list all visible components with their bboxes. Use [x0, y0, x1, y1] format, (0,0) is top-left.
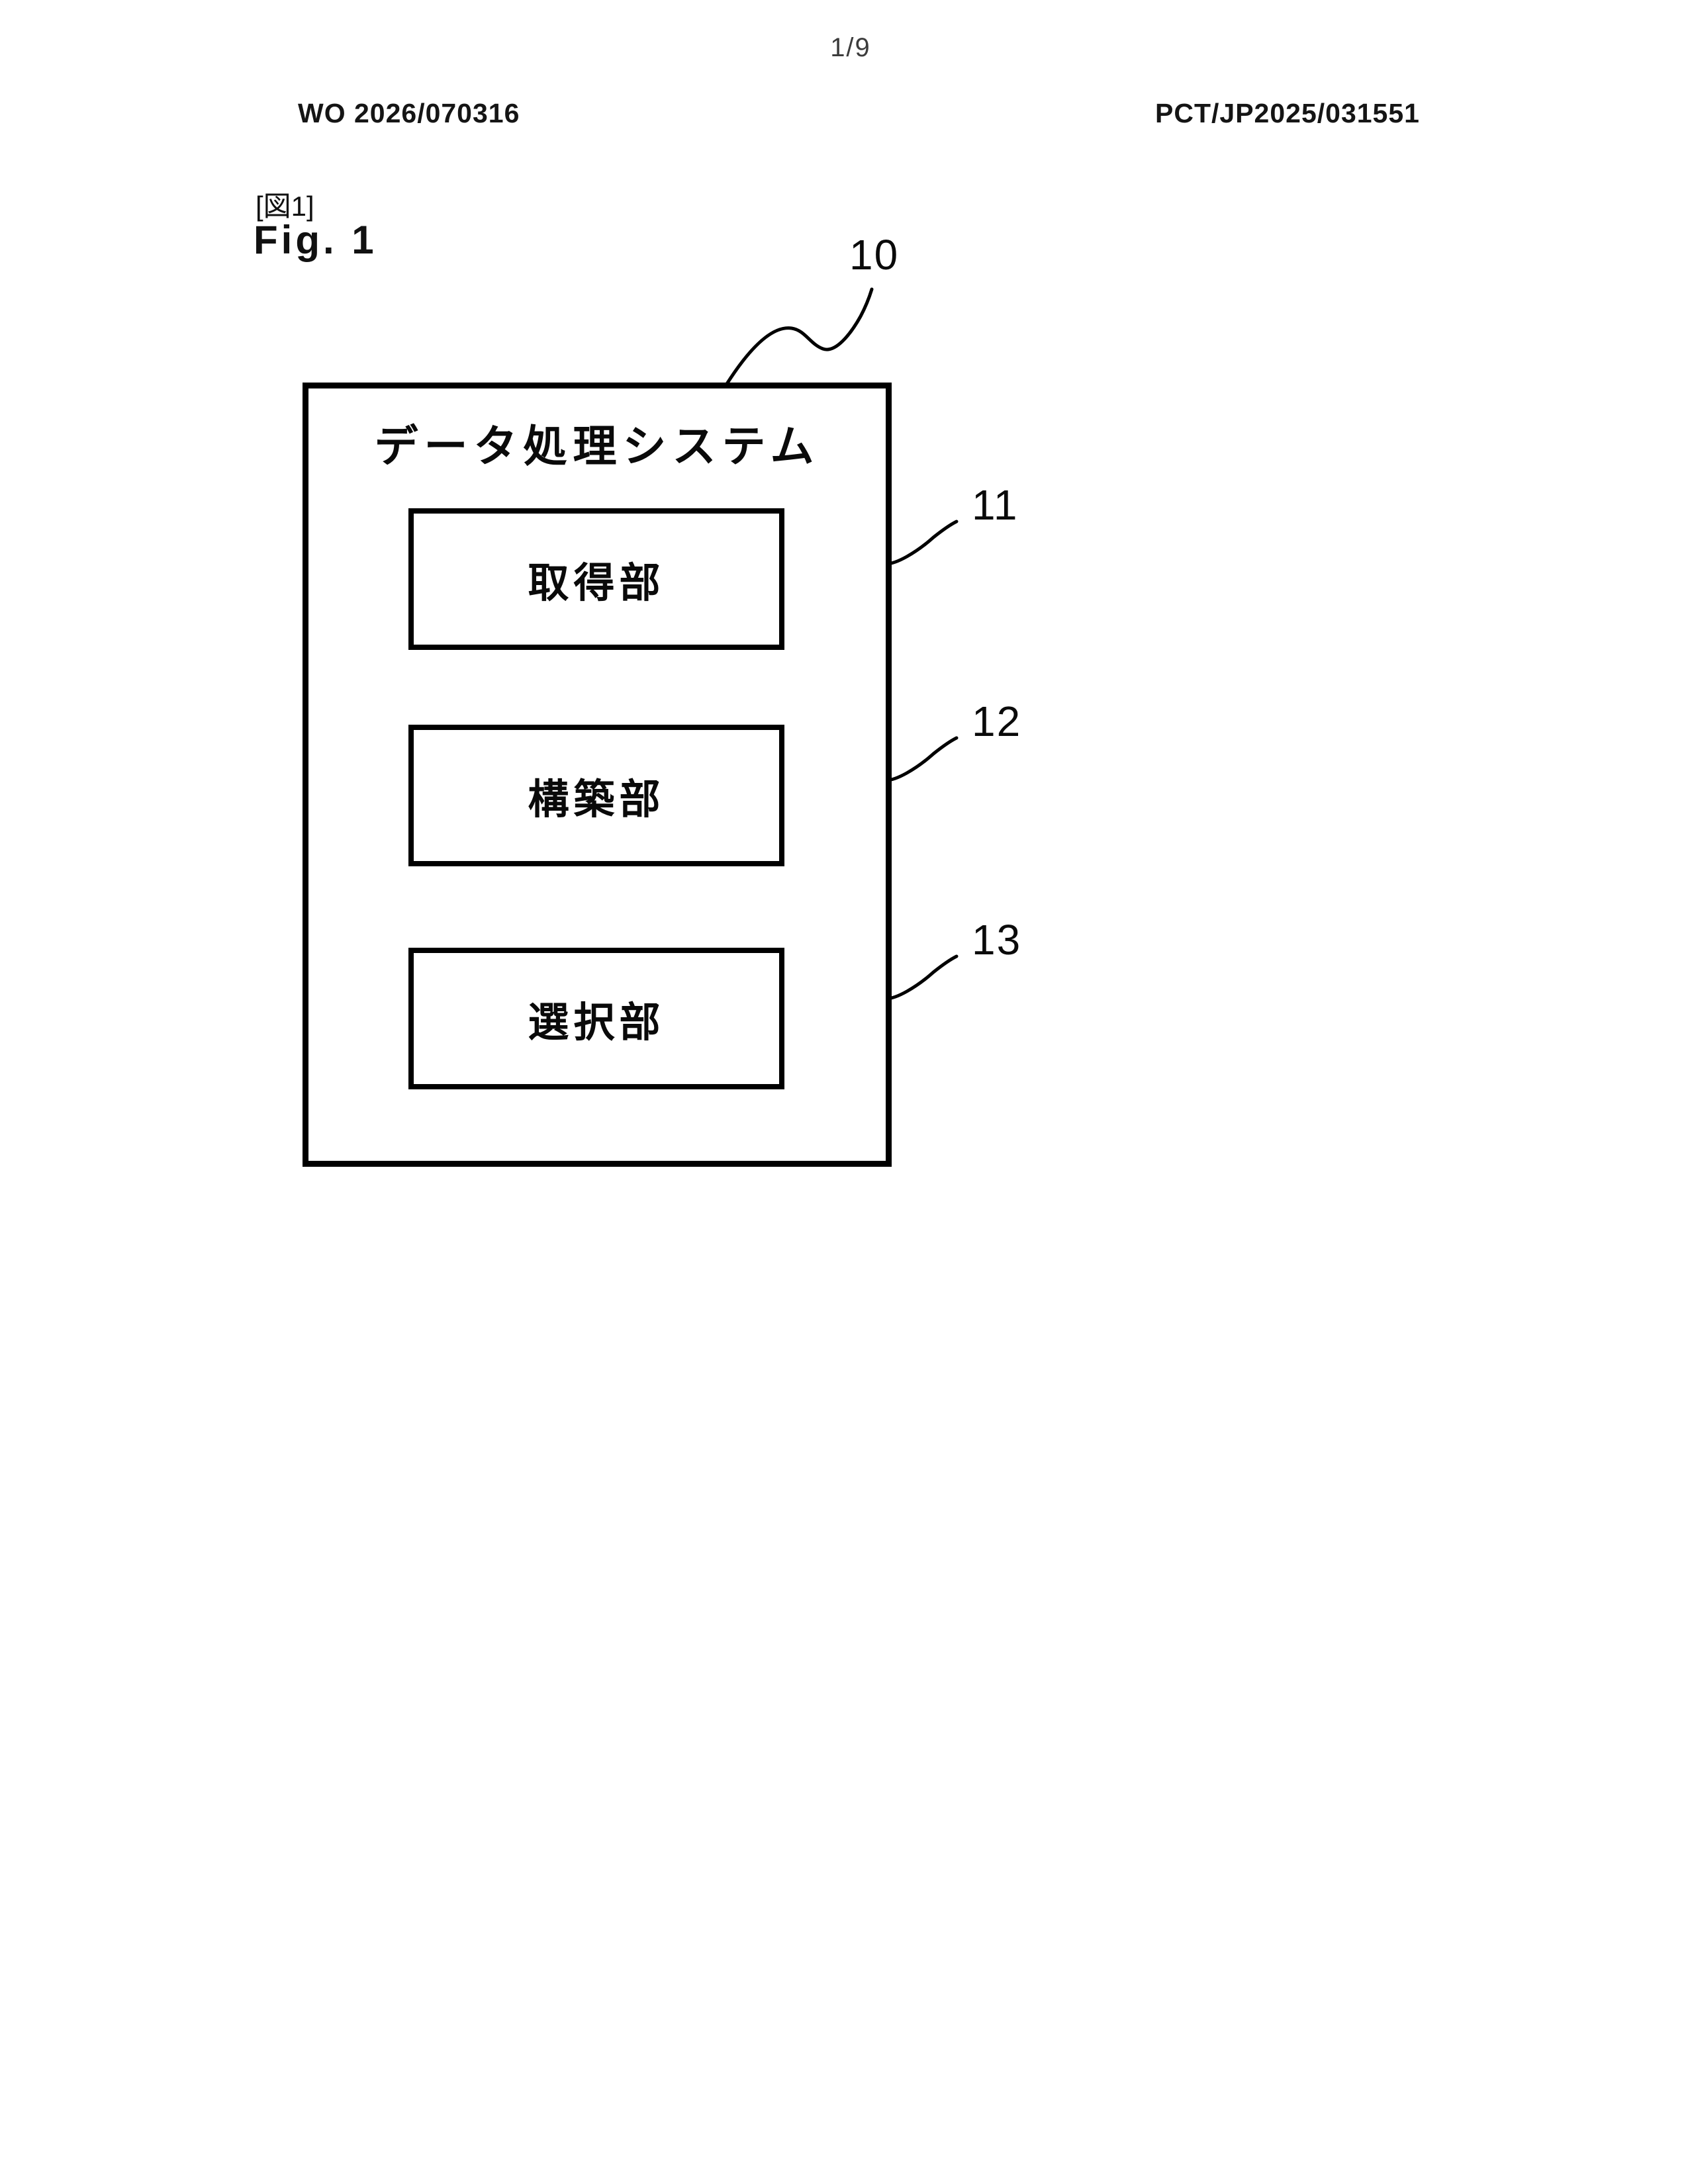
ref-numeral-selection: 13	[972, 916, 1022, 964]
publication-number: WO 2026/070316	[298, 98, 520, 128]
ref-numeral-acquisition: 11	[972, 481, 1019, 529]
system-box-title: データ処理システム	[374, 422, 820, 471]
component-box-construction: 構築部	[408, 725, 784, 866]
figure-caption: Fig. 1	[254, 218, 377, 262]
ref-numeral-system: 10	[849, 231, 900, 279]
component-box-label: 選択部	[528, 1000, 665, 1046]
leader-line-ref-10	[725, 287, 874, 386]
component-box-label: 構築部	[528, 777, 665, 823]
component-box-acquisition: 取得部	[408, 508, 784, 650]
page-number: 1/9	[830, 33, 871, 62]
component-box-selection: 選択部	[408, 948, 784, 1089]
system-box: データ処理システム 取得部 構築部 選択部	[303, 383, 892, 1167]
ref-numeral-construction: 12	[972, 698, 1022, 745]
application-number: PCT/JP2025/031551	[1155, 98, 1420, 128]
figure-tag-japanese: [図1]	[256, 191, 314, 222]
component-box-label: 取得部	[528, 561, 665, 606]
